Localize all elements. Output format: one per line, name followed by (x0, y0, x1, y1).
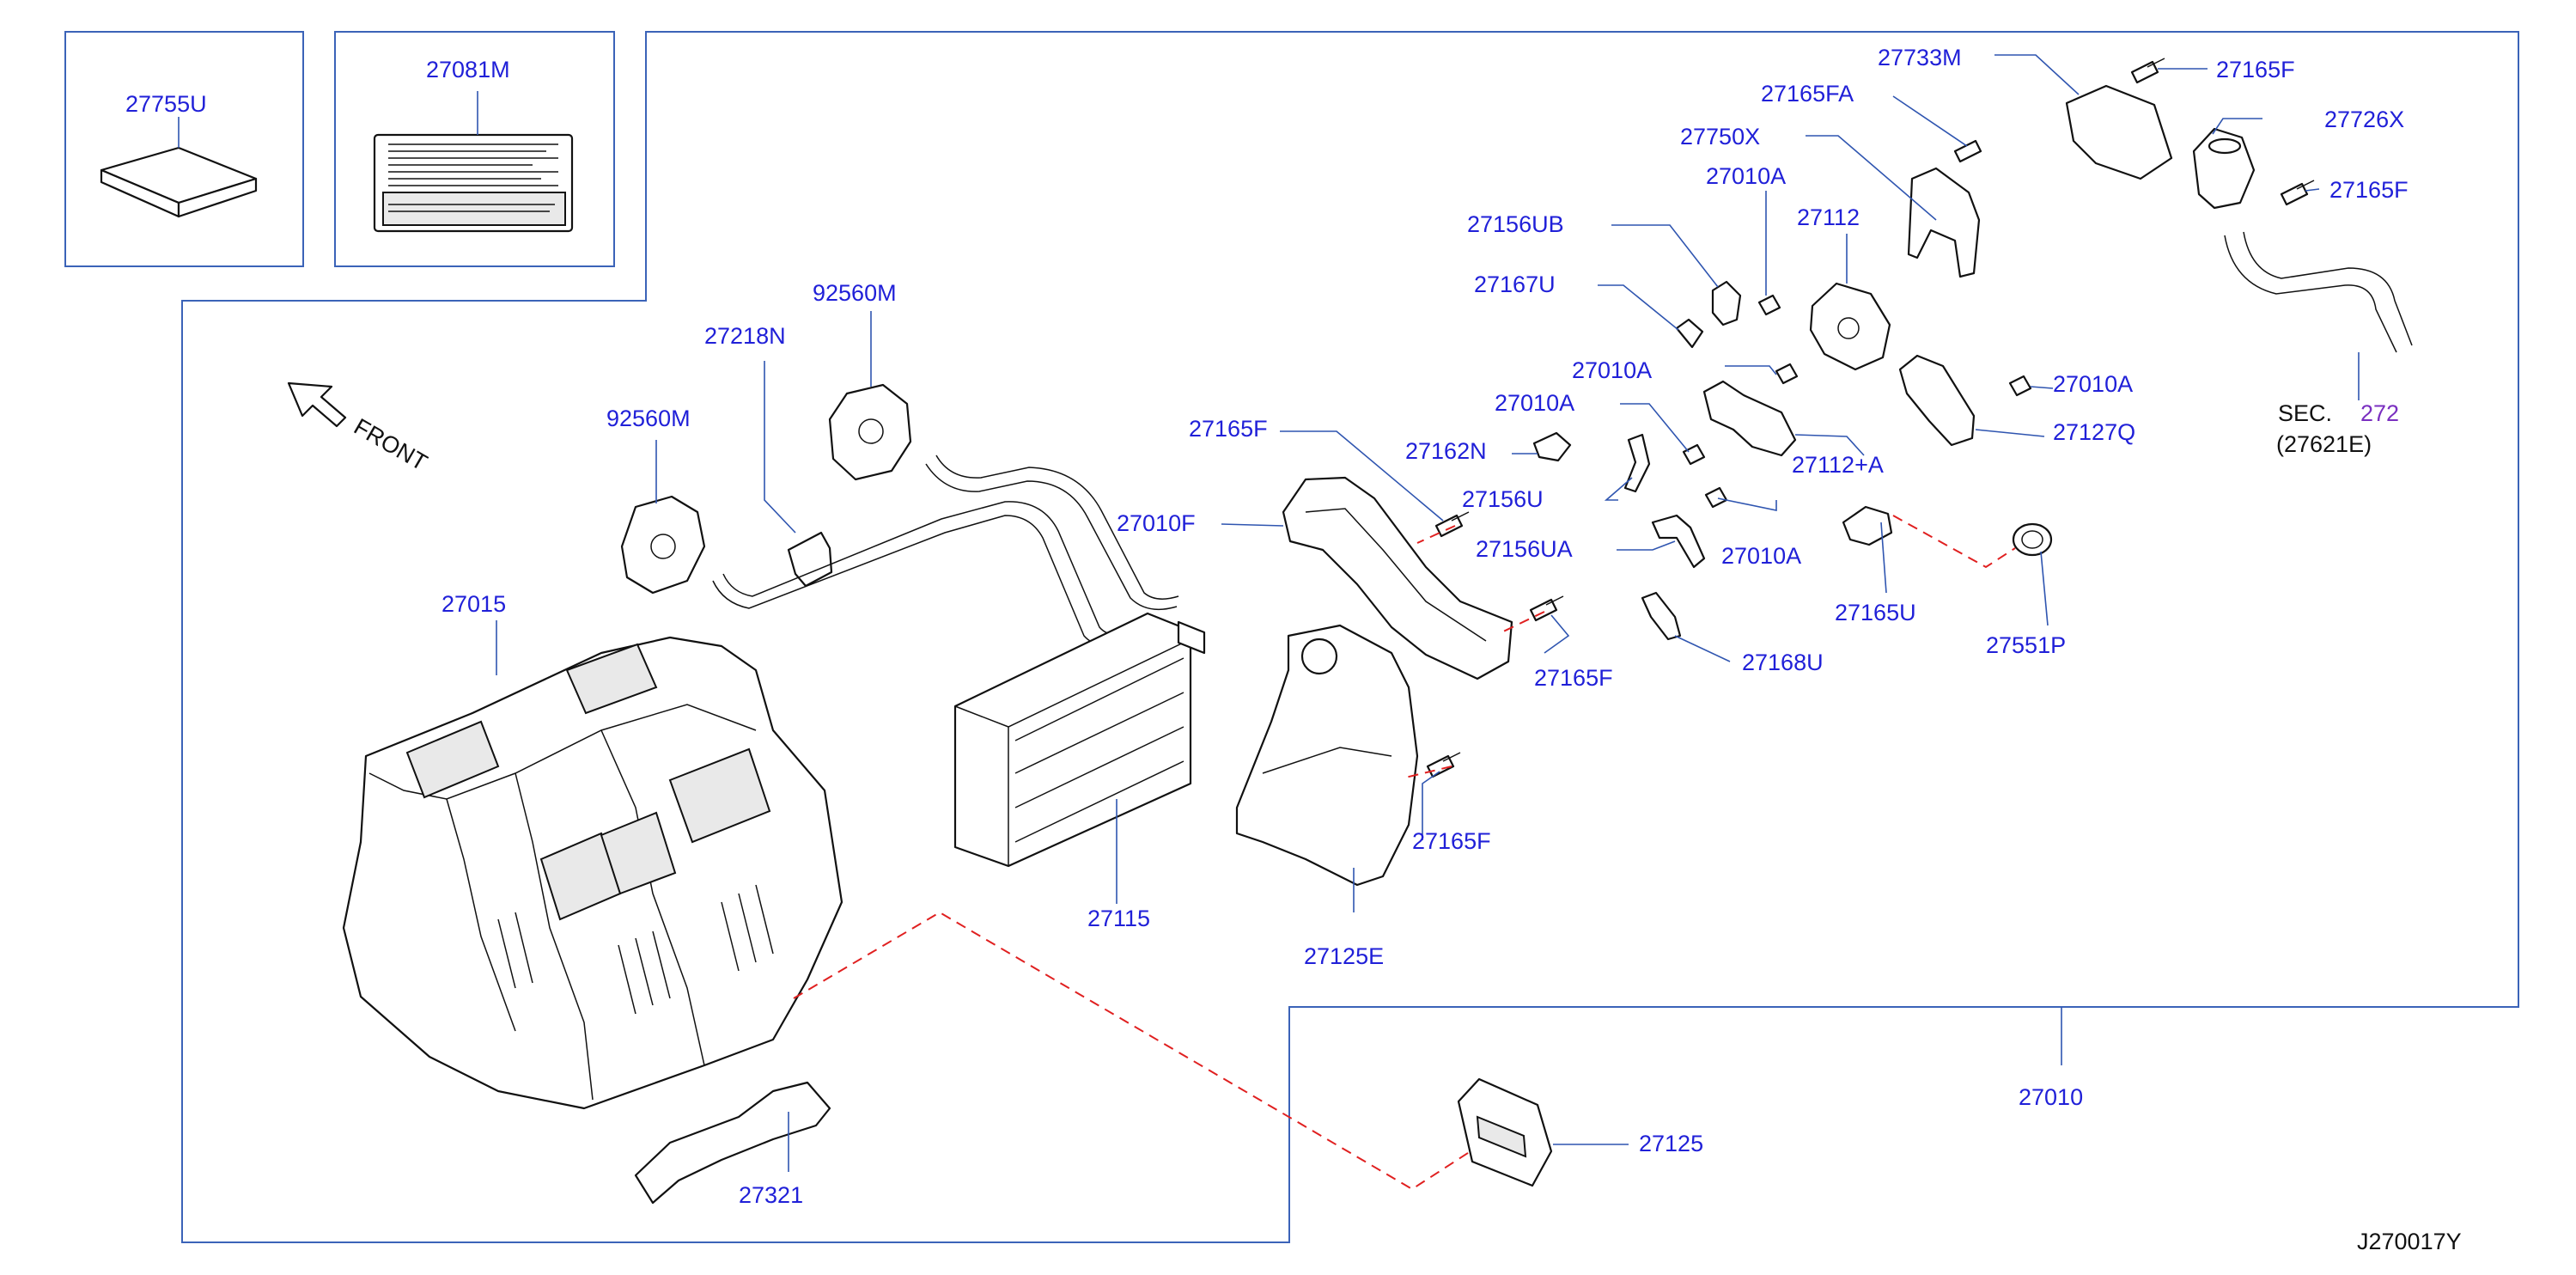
label-sec-prefix: SEC. (2278, 400, 2332, 426)
label-27750X: 27750X (1680, 124, 1760, 149)
leader-lines (178, 54, 2360, 1172)
front-arrow-icon (287, 381, 347, 428)
label-27112A: 27112+A (1792, 452, 1884, 478)
bracket-27750X (1907, 167, 1981, 278)
grille-27125 (1457, 1077, 1553, 1187)
label-27551P: 27551P (1986, 632, 2066, 658)
label-27162N: 27162N (1405, 438, 1487, 464)
duct-27321 (634, 1081, 831, 1205)
label-27165F-2: 27165F (1534, 665, 1613, 691)
actuator-27733M (2065, 84, 2173, 180)
label-92560M-left: 92560M (606, 406, 691, 431)
heater-unit-case-27015 (342, 636, 843, 1110)
part-labels: 27755U 27081M 92560M 92560M 27218N 27015… (125, 45, 2462, 1254)
label-27115: 27115 (1087, 906, 1150, 931)
label-27165F-1: 27165F (1189, 416, 1268, 442)
air-filter-27755U (100, 146, 258, 218)
label-27156U: 27156U (1462, 486, 1544, 512)
valve-27726X (2192, 127, 2256, 210)
label-27165U: 27165U (1835, 600, 1916, 625)
link-27112A (1702, 380, 1797, 457)
case-27125E (1235, 624, 1419, 887)
label-27321: 27321 (739, 1182, 803, 1208)
front-label: FRONT (350, 413, 432, 475)
label-27218N: 27218N (704, 323, 786, 349)
label-plate-27081M (373, 133, 574, 233)
duct-27010F (1282, 476, 1513, 680)
label-sec-sub: (27621E) (2276, 431, 2372, 457)
label-27010A-3: 27010A (1495, 390, 1574, 416)
label-27165F-4: 27165F (2216, 57, 2295, 82)
bolt-icon-27165F-lower (1426, 752, 1461, 778)
label-27168U: 27168U (1742, 650, 1824, 675)
frame-27081M (334, 31, 615, 267)
damper-gear-92560M-left (620, 495, 706, 595)
label-27010A-1: 27010A (1706, 163, 1786, 189)
motor-27551P (2012, 522, 2053, 557)
heater-pipes (712, 454, 1179, 647)
label-27156UA: 27156UA (1476, 536, 1573, 562)
link-27112 (1809, 282, 1891, 371)
label-27010A-2: 27010A (1572, 357, 1652, 383)
label-27010A-5: 27010A (2053, 371, 2133, 397)
lever-27156U (1623, 433, 1651, 493)
label-27112: 27112 (1797, 204, 1860, 230)
cam-27156UB (1711, 280, 1742, 326)
frame-27755U (64, 31, 304, 267)
diagram-id: J270017Y (2357, 1229, 2462, 1254)
bolt-icon-27165F-side (2280, 180, 2315, 206)
label-27127Q: 27127Q (2053, 419, 2135, 445)
label-27081M: 27081M (426, 57, 510, 82)
joint-27167U (1675, 318, 1704, 349)
sensor-27165U (1842, 505, 1893, 546)
label-27156UB: 27156UB (1467, 211, 1564, 237)
lever-27168U (1641, 591, 1682, 641)
link-27127Q (1898, 354, 1976, 447)
label-27125E: 27125E (1304, 943, 1384, 969)
lever-27156UA (1651, 514, 1706, 569)
main-frame (181, 31, 2519, 1243)
hidden-connection-lines (793, 515, 2016, 1191)
label-27726X: 27726X (2324, 107, 2404, 132)
label-27015: 27015 (442, 591, 506, 617)
label-27010: 27010 (2019, 1084, 2083, 1110)
label-27167U: 27167U (1474, 271, 1556, 297)
pipe-clip-27218N (787, 531, 833, 588)
lever-27162N (1532, 431, 1572, 462)
clip-icon-27010A-5 (2008, 375, 2032, 397)
label-27165FA: 27165FA (1761, 81, 1854, 107)
clip-icon-27010A-3 (1682, 443, 1706, 466)
heater-core-27115 (953, 612, 1206, 868)
clip-icon-27010A-2 (1775, 363, 1799, 385)
bolt-icon-27165F-top (2130, 58, 2165, 84)
label-27755U: 27755U (125, 91, 207, 117)
label-27165F-5: 27165F (2329, 177, 2409, 203)
label-27010A-4: 27010A (1721, 543, 1801, 569)
clip-icon-27010A-1 (1757, 294, 1781, 316)
bolt-icon-27165FA (1953, 139, 1982, 163)
damper-gear-92560M-right (828, 383, 912, 481)
label-sec-number: 272 (2360, 400, 2399, 426)
bolt-icon-27165F-mid (1434, 511, 1470, 538)
hose-27621E (2224, 231, 2413, 353)
label-27165F-3: 27165F (1412, 828, 1491, 854)
clip-icon-27010A-4 (1704, 486, 1728, 509)
label-92560M-right: 92560M (813, 280, 897, 306)
label-27010F: 27010F (1117, 510, 1196, 536)
label-27733M: 27733M (1878, 45, 1962, 70)
label-27125: 27125 (1639, 1131, 1703, 1156)
